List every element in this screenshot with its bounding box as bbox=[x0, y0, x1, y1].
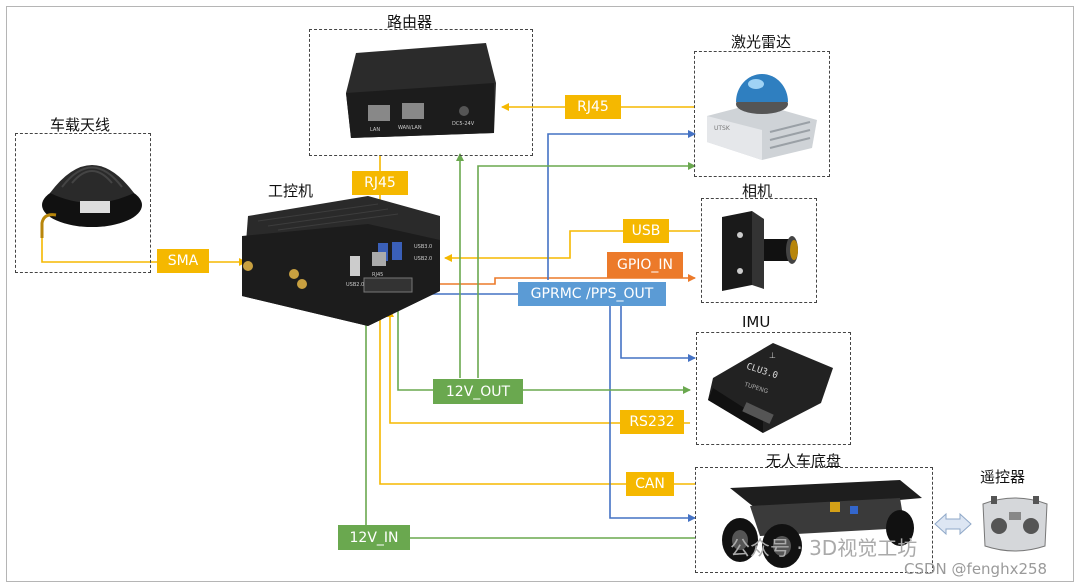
ipc-port-usb20-a: USB2.0 bbox=[414, 256, 432, 262]
chassis-box bbox=[695, 467, 933, 573]
ipc-port-usb30: USB3.0 bbox=[414, 244, 432, 250]
imu-title: IMU bbox=[742, 313, 771, 331]
router-image: LAN WAN/LAN DC5-24V bbox=[346, 43, 496, 138]
link-gpio-in: GPIO_IN bbox=[607, 252, 683, 278]
router-box bbox=[309, 29, 533, 156]
router-port-wan: WAN/LAN bbox=[398, 125, 422, 131]
link-gprmc-pps-out: GPRMC /PPS_OUT bbox=[518, 282, 666, 306]
wire-gprmc-lidar bbox=[547, 130, 696, 280]
ipc-port-usb20-b: USB2.0 bbox=[346, 282, 364, 288]
wire-gprmc-imu bbox=[620, 305, 696, 362]
link-12v-out: 12V_OUT bbox=[433, 379, 523, 404]
remote-title: 遥控器 bbox=[980, 468, 1026, 486]
wire-can bbox=[376, 309, 695, 485]
wire-12v-imu bbox=[397, 305, 691, 394]
camera-title: 相机 bbox=[742, 182, 773, 200]
antenna-image bbox=[40, 165, 142, 238]
ipc-image: USB3.0 USB2.0 USB2.0 RJ45 bbox=[242, 196, 440, 326]
link-rj45-lidar: RJ45 bbox=[565, 95, 621, 119]
lidar-image: UTSK bbox=[707, 74, 817, 160]
lidar-box bbox=[694, 51, 830, 177]
router-title: 路由器 bbox=[387, 13, 433, 31]
remote-image bbox=[982, 496, 1048, 552]
link-12v-in: 12V_IN bbox=[338, 525, 410, 550]
link-usb: USB bbox=[623, 219, 669, 243]
router-port-power: DC5-24V bbox=[452, 121, 475, 127]
chassis-title: 无人车底盘 bbox=[766, 452, 842, 470]
chassis-image bbox=[722, 480, 922, 568]
camera-image bbox=[722, 211, 798, 291]
ipc-port-rj45: RJ45 bbox=[372, 272, 383, 278]
link-sma: SMA bbox=[157, 249, 209, 273]
lidar-title: 激光雷达 bbox=[731, 33, 792, 51]
wire-12v-lidar bbox=[477, 162, 696, 378]
router-port-lan: LAN bbox=[370, 127, 380, 133]
link-can: CAN bbox=[626, 472, 674, 496]
link-rs232: RS232 bbox=[620, 410, 684, 434]
watermark-wechat: 公众号 · 3D视觉工坊 bbox=[730, 536, 918, 560]
svg-text:⊥: ⊥ bbox=[769, 351, 776, 360]
imu-image: CLU3.0 TUPENG ⊥ bbox=[708, 343, 833, 433]
wire-gpio bbox=[410, 274, 696, 285]
bidirectional-link-icon bbox=[934, 512, 972, 536]
antenna-title: 车载天线 bbox=[50, 116, 111, 134]
antenna-box bbox=[15, 133, 151, 273]
wire-rs232 bbox=[386, 309, 690, 424]
link-rj45-router: RJ45 bbox=[352, 171, 408, 195]
watermark-csdn: CSDN @fenghx258 bbox=[904, 560, 1048, 578]
diagram-frame bbox=[6, 6, 1074, 582]
imu-box bbox=[696, 332, 851, 445]
camera-box bbox=[701, 198, 817, 303]
wire-gprmc-chassis bbox=[609, 305, 696, 522]
ipc-title: 工控机 bbox=[268, 182, 314, 200]
lidar-brand: UTSK bbox=[714, 125, 731, 132]
